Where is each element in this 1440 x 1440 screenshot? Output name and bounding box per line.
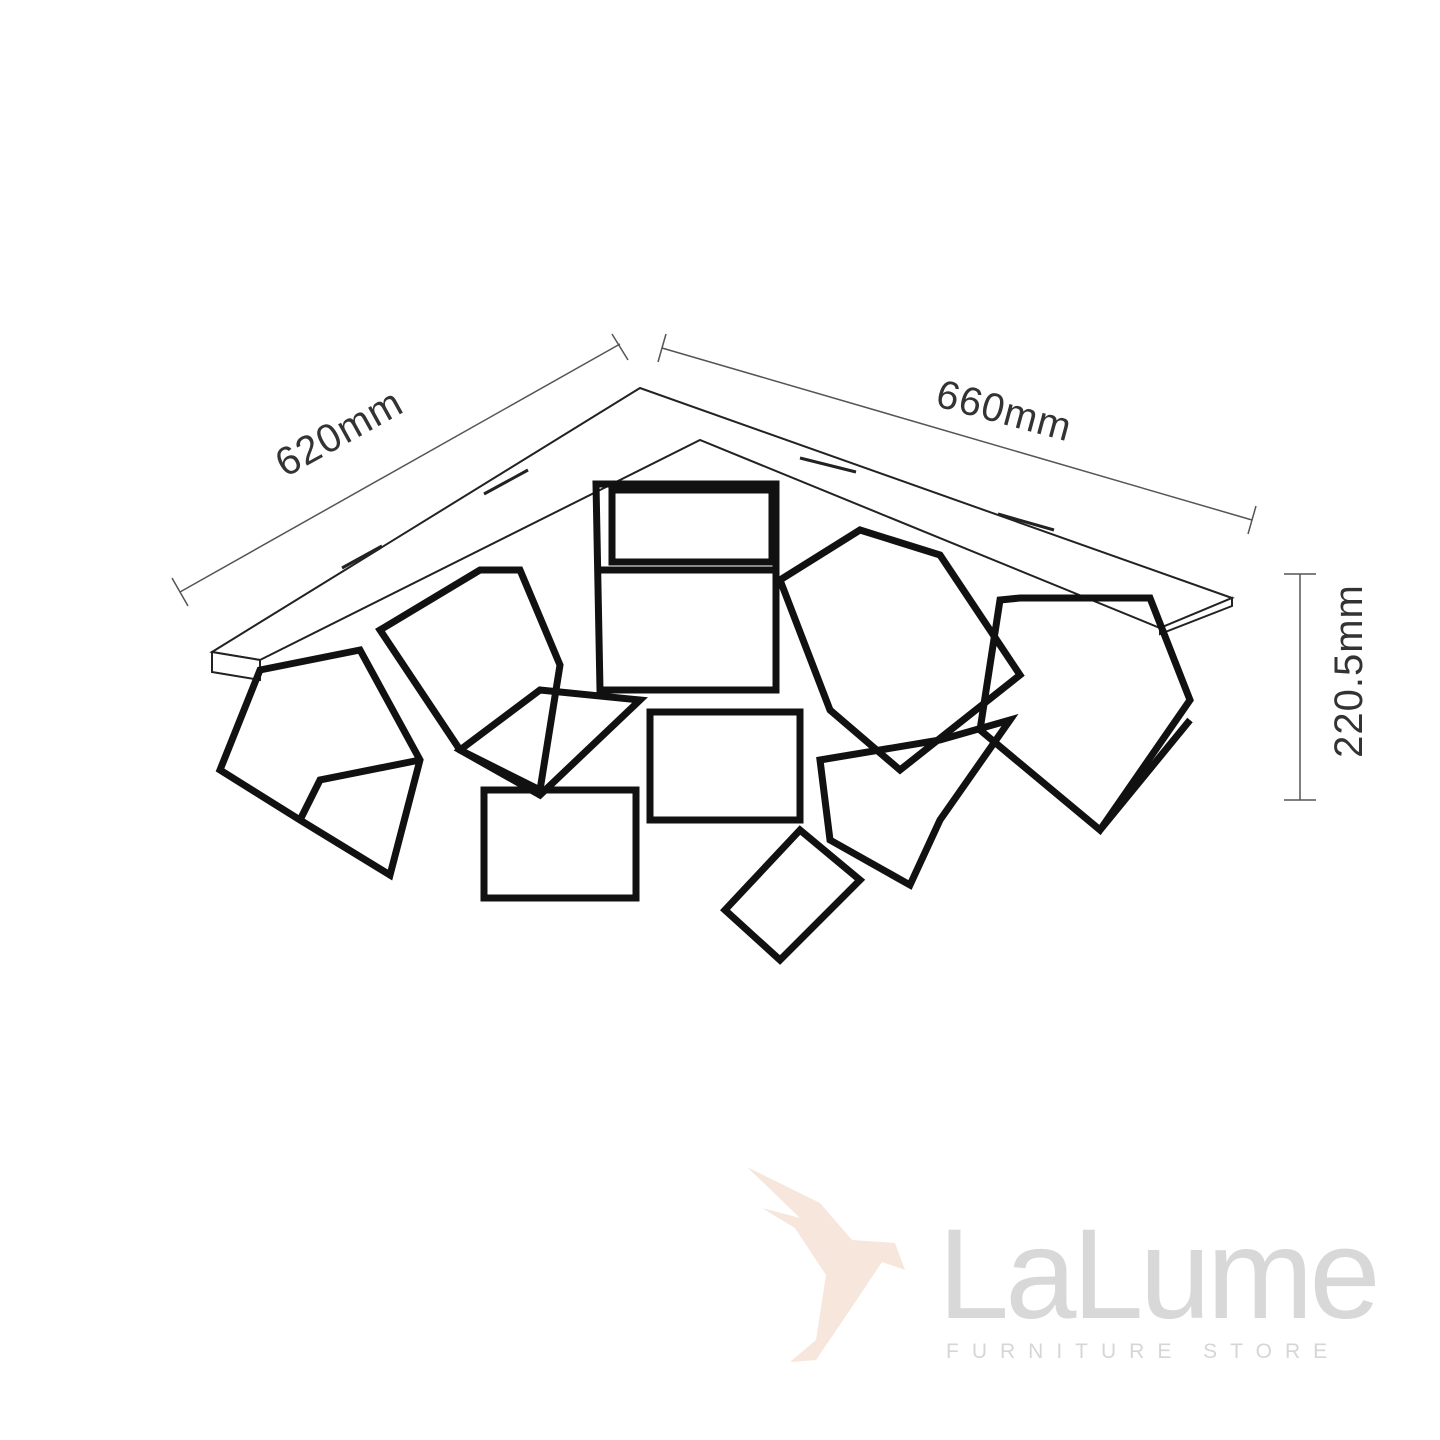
dim-line-660 xyxy=(661,347,1253,521)
logo-tagline: FURNITURE STORE xyxy=(946,1340,1341,1363)
logo-wordmark: LaLume xyxy=(938,1203,1381,1346)
dim-line-620 xyxy=(179,343,621,593)
height-dimension-label: 220.5mm xyxy=(1326,584,1371,758)
cube-frames xyxy=(215,480,1194,965)
dimension-lines xyxy=(171,333,1316,801)
